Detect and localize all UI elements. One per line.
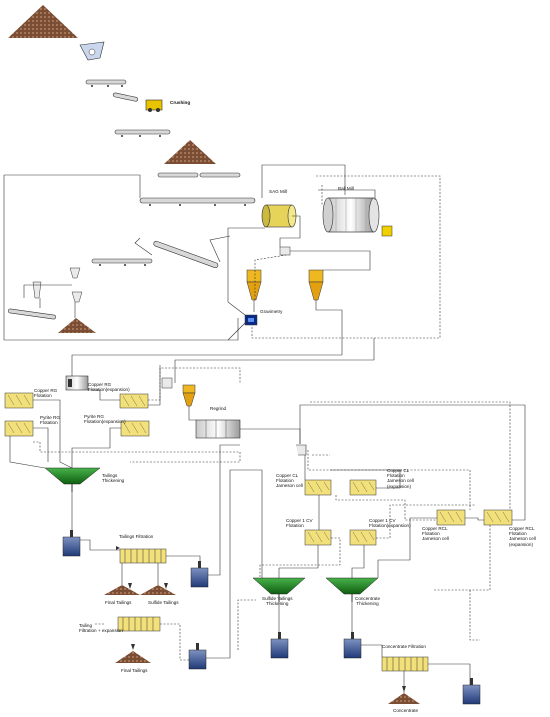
sulfide-thk-line-1: Sulfide Tailings	[262, 596, 293, 601]
conveyor-3	[114, 129, 171, 135]
copper-cl-exp-line-3: Jameson cell	[387, 478, 414, 484]
copper-cv-exp-line-1: Copper 1 CV	[369, 518, 396, 523]
label-concentrate-filtration: Concentrate Filtration	[382, 644, 426, 649]
copper-cv-exp-line-2: Flotation(expansion)	[369, 523, 411, 529]
copper-cl-line-1: Copper CL	[276, 473, 299, 478]
sulfide-tailings-pile	[140, 585, 176, 595]
conveyor-1	[85, 79, 127, 85]
label-copper-cv-flotation: Copper 1 CV Flotation	[286, 518, 313, 528]
ball-mill-discharge	[381, 225, 393, 237]
copper-rg-line-1: Copper RG	[34, 388, 58, 393]
final-tailings-pile	[104, 585, 140, 595]
copper-cl-line-3: Jameson cell	[276, 483, 303, 489]
copper-cv-line-1: Copper 1 CV	[286, 518, 313, 523]
tailing-filtration-line-1: Tailing	[79, 623, 93, 628]
copper-rcl-line-1: Copper RCL	[422, 526, 448, 531]
copper-rcl-line-3: Jameson cell	[422, 536, 449, 542]
copper-cv-line-2: Flotation	[286, 523, 304, 529]
tailing-filtration-line-2: Filtration + expansion	[79, 628, 123, 634]
copper-rcl-exp-line-1: Copper RCL	[509, 526, 535, 531]
label-sulfide-tailings: Sulfide Tailings	[148, 600, 179, 605]
label-concentrate-thickening: Concentrate Thickening	[355, 596, 380, 606]
label-tailings-filtration: Tailings Filtration	[119, 534, 154, 539]
tailings-thickener-icon	[44, 467, 101, 492]
copper-cl-exp-line-2: Flotation	[387, 473, 405, 479]
label-concentrate: Concentrate	[393, 708, 419, 713]
tank-4	[270, 638, 289, 659]
regrind-cyclone-icon	[182, 384, 196, 407]
label-final-tailings-2: Final Tailings	[121, 668, 148, 673]
copper-cl-exp-line-4: (expansion)	[387, 483, 412, 489]
tank-2	[190, 567, 209, 588]
copper-cl-line-2: Flotation	[276, 478, 294, 484]
label-sag-mill: SAG Mill	[269, 189, 287, 194]
sulfide-tailings-thickener-icon	[252, 577, 306, 602]
tailing-filter-expansion	[117, 616, 161, 632]
label-copper-rg-flotation: Copper RG Flotation	[34, 388, 57, 398]
sulfide-thk-line-2: Thickening	[266, 601, 289, 607]
conveyor-8	[153, 240, 219, 269]
ball-mill-icon	[322, 197, 380, 233]
tailings-thickening-line-1: Tailings	[102, 473, 118, 478]
concentrate-thk-line-2: Thickening	[356, 601, 379, 607]
label-copper-cv-flotation-exp: Copper 1 CV Flotation(expansion)	[369, 518, 411, 528]
tank-1	[62, 536, 81, 557]
concentrate-pile	[388, 693, 420, 704]
label-ball-mill: Ball Mill	[338, 186, 354, 191]
conveyor-2	[112, 92, 139, 102]
conveyor-7	[91, 258, 153, 264]
cyclone-2-icon	[308, 269, 324, 301]
pyrite-rg-line-2: Flotation	[40, 420, 58, 426]
concentrate-thk-line-1: Concentrate	[355, 596, 381, 601]
tanks	[62, 536, 481, 705]
copper-rcl-exp-line-4: (expansion)	[509, 541, 534, 547]
label-final-tailings: Final Tailings	[105, 600, 132, 605]
label-copper-cl-jameson: Copper CL Flotation Jameson cell	[276, 473, 303, 489]
tank-6	[462, 684, 481, 705]
pyrite-rg-line-1: Pyrite RG	[40, 415, 60, 420]
label-pyrite-rg-flotation-exp: Pyrite RG Flotation(expansion)	[84, 414, 126, 424]
label-sulfide-tailings-thickening: Sulfide Tailings Thickening	[262, 596, 293, 606]
label-crushing: Crushing	[170, 100, 191, 105]
ore-stockpile-small	[58, 318, 96, 333]
conveyor-5	[199, 172, 241, 178]
pyrite-rg-exp-line-1: Pyrite RG	[84, 414, 104, 419]
label-tailings-thickening: Tailings Thickening	[102, 473, 124, 483]
copper-rcl-line-2: Flotation	[422, 531, 440, 537]
conveyor-4	[157, 172, 199, 178]
regrind-mill-icon	[195, 419, 241, 439]
coarse-ore-stockpile	[164, 140, 216, 164]
label-copper-rg-flotation-exp: Copper RG Flotation(expansion)	[88, 382, 130, 392]
copper-rg-exp-line-1: Copper RG	[88, 382, 112, 387]
ore-stockpile-top	[8, 5, 78, 38]
tank-5	[343, 638, 362, 659]
label-copper-cl-jameson-exp: Copper CL Flotation Jameson cell (expans…	[387, 468, 414, 489]
crushing-machine	[145, 99, 163, 111]
label-copper-rcl-jameson: Copper RCL Flotation Jameson cell	[422, 526, 449, 542]
copper-rcl-exp-line-2: Flotation	[509, 531, 527, 537]
regrind-hopper	[161, 377, 173, 389]
conveyor-9	[7, 308, 57, 320]
concentrate-thickener-icon	[325, 577, 379, 602]
label-tailing-filtration-exp: Tailing Filtration + expansion	[79, 623, 123, 633]
copper-cl-exp-line-1: Copper CL	[387, 468, 410, 473]
pyrite-rg-exp-line-2: Flotation(expansion)	[84, 419, 126, 425]
flotation-feed-drum	[65, 375, 89, 391]
tank-3	[188, 649, 207, 670]
conveyor-6	[139, 197, 256, 204]
flotation-cells	[4, 392, 513, 546]
conveyors	[7, 79, 256, 320]
final-tailings-pile-2	[115, 651, 151, 663]
cyclone-1-icon	[246, 269, 262, 301]
label-regrind: Regrind	[210, 406, 227, 411]
copper-rg-line-2: Flotation	[34, 393, 52, 399]
tailings-thickening-line-2: Thickening	[102, 478, 125, 484]
copper-rg-exp-line-2: Flotation(expansion)	[88, 387, 130, 393]
sag-mill-icon	[261, 204, 297, 228]
label-gravimetry: Gravimetry	[260, 309, 283, 314]
label-pyrite-rg-flotation: Pyrite RG Flotation	[40, 415, 60, 425]
label-copper-rcl-jameson-exp: Copper RCL Flotation Jameson cell (expan…	[509, 526, 536, 547]
copper-rcl-exp-line-3: Jameson cell	[509, 536, 536, 542]
